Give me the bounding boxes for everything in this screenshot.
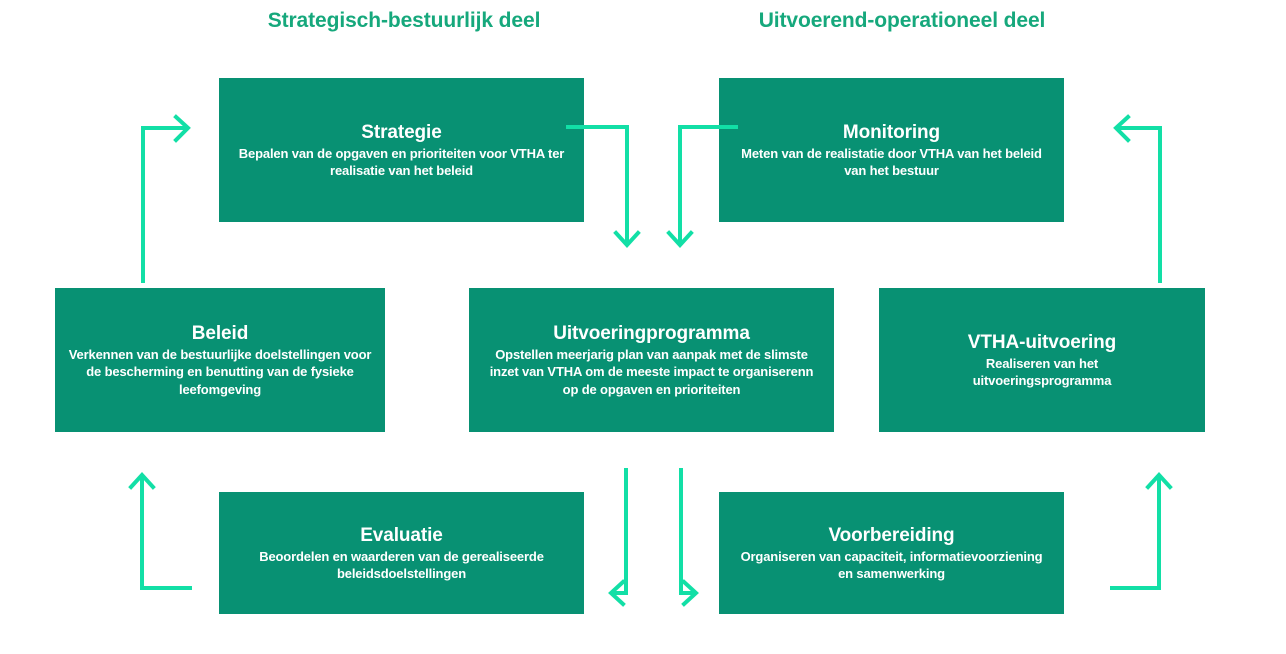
node-voorbereiding-desc: Organiseren van capaciteit, informatievo… [740, 548, 1043, 582]
arrowhead-icon [1113, 114, 1131, 143]
node-uitvoeringprogramma-title: Uitvoeringprogramma [553, 322, 750, 344]
arrowhead-icon [613, 230, 641, 248]
node-voorbereiding[interactable]: Voorbereiding Organiseren van capaciteit… [719, 492, 1064, 614]
node-vtha-uitvoering-title: VTHA-uitvoering [967, 331, 1117, 353]
arrowhead-icon [173, 114, 191, 143]
node-evaluatie-desc: Beoordelen en waarderen van de gerealise… [259, 548, 544, 582]
arrowhead-icon [681, 579, 699, 607]
node-evaluatie-title: Evaluatie [360, 524, 443, 546]
node-monitoring-desc: Meten van de realistatie door VTHA van h… [741, 145, 1042, 179]
arrowhead-icon [128, 472, 156, 490]
arrowhead-icon [1145, 472, 1173, 490]
node-strategie-title: Strategie [361, 121, 442, 143]
node-vtha-uitvoering-desc: Realiseren van het uitvoeringsprogramma [972, 355, 1112, 389]
connector-uitvoeringprogramma-to-voorbereiding [679, 468, 699, 607]
node-beleid-desc: Verkennen van de bestuurlijke doelstelli… [68, 346, 372, 397]
node-monitoring-title: Monitoring [842, 121, 941, 143]
node-beleid-title: Beleid [191, 322, 249, 344]
node-uitvoeringprogramma[interactable]: Uitvoeringprogramma Opstellen meerjarig … [469, 288, 834, 432]
node-beleid[interactable]: Beleid Verkennen van de bestuurlijke doe… [55, 288, 385, 432]
column-header-operational-label: Uitvoerend-operationeel deel [758, 9, 1046, 32]
connector-voorbereiding-to-vtha [1110, 472, 1173, 590]
node-monitoring[interactable]: Monitoring Meten van de realistatie door… [719, 78, 1064, 222]
connector-beleid-to-strategie [141, 114, 191, 283]
connector-uitvoeringprogramma-to-evaluatie [608, 468, 628, 607]
arrowhead-icon [608, 579, 626, 607]
arrowhead-icon [666, 230, 694, 248]
node-voorbereiding-title: Voorbereiding [828, 524, 955, 546]
column-header-operational: Uitvoerend-operationeel deel [744, 9, 1060, 33]
node-uitvoeringprogramma-desc: Opstellen meerjarig plan van aanpak met … [489, 346, 814, 397]
column-header-strategic: Strategisch-bestuurlijk deel [246, 9, 562, 33]
column-header-strategic-label: Strategisch-bestuurlijk deel [267, 9, 541, 32]
node-strategie[interactable]: Strategie Bepalen van de opgaven en prio… [219, 78, 584, 222]
node-evaluatie[interactable]: Evaluatie Beoordelen en waarderen van de… [219, 492, 584, 614]
node-vtha-uitvoering[interactable]: VTHA-uitvoering Realiseren van het uitvo… [879, 288, 1205, 432]
connector-vtha-to-monitoring [1113, 114, 1162, 283]
connector-evaluatie-to-beleid [128, 472, 192, 590]
node-strategie-desc: Bepalen van de opgaven en prioriteiten v… [238, 145, 565, 179]
